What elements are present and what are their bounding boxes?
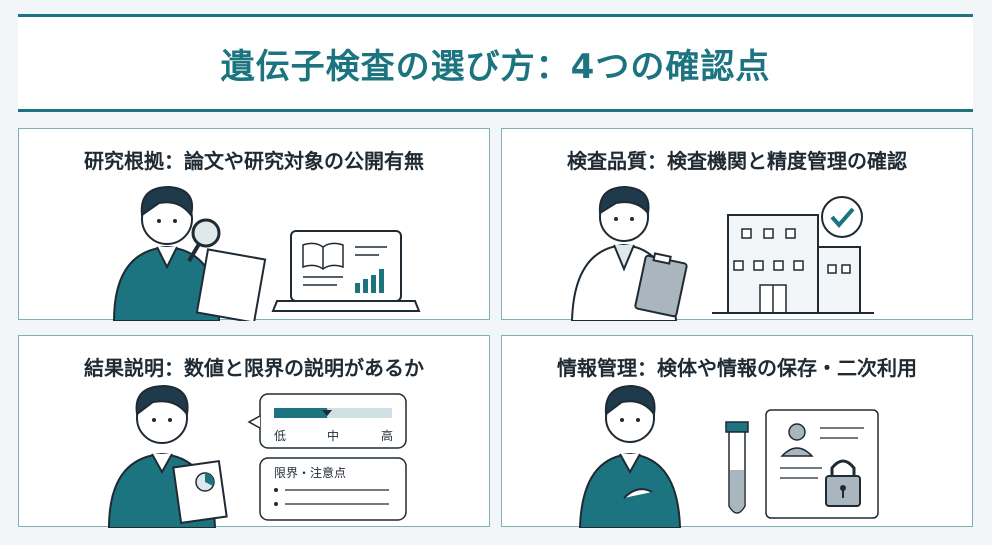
document-icon — [195, 248, 267, 321]
test-tube-icon — [725, 421, 749, 514]
card-info-management: 情報管理：検体や情報の保存・二次利用 — [501, 335, 973, 528]
report-chart-icon — [172, 459, 228, 525]
clipboard-icon — [634, 252, 688, 318]
researcher-illustration — [112, 185, 421, 321]
checkmark-icon — [821, 196, 863, 238]
magnifier-icon — [187, 218, 221, 263]
person-hand-on-chest-icon — [578, 384, 682, 528]
page-title: 遺伝子検査の選び方：4つの確認点 — [220, 46, 771, 87]
building-icon — [712, 214, 874, 314]
scale-low-label: 低 — [274, 429, 286, 443]
lab-illustration — [570, 185, 874, 321]
card-test-quality: 検査品質：検査機関と精度管理の確認 — [501, 128, 973, 321]
scale-mid-label: 中 — [327, 428, 339, 443]
notes-bubble: 限界・注意点 — [259, 457, 407, 521]
title-banner: 遺伝子検査の選び方：4つの確認点 — [18, 14, 973, 112]
notes-title: 限界・注意点 — [274, 465, 346, 480]
lock-icon — [825, 459, 861, 507]
laptop-icon — [271, 230, 421, 312]
scale-fill — [274, 408, 328, 418]
scale-bubble: 低 中 高 — [247, 393, 407, 449]
card-title: 検査品質：検査機関と精度管理の確認 — [567, 149, 907, 173]
info-illustration — [578, 384, 879, 528]
card-research-evidence: 研究根拠：論文や研究対象の公開有無 — [18, 128, 490, 321]
card-title: 情報管理：検体や情報の保存・二次利用 — [557, 356, 917, 380]
person-with-magnifier-icon — [112, 185, 221, 321]
profile-document-icon — [765, 409, 879, 519]
card-title: 結果説明：数値と限界の説明があるか — [84, 356, 424, 380]
result-illustration: 低 中 高 限界・注意点 — [107, 384, 407, 528]
scale-high-label: 高 — [381, 428, 393, 443]
scale-marker — [322, 410, 333, 416]
card-title: 研究根拠：論文や研究対象の公開有無 — [84, 149, 424, 173]
card-result-explanation: 結果説明：数値と限界の説明があるか 低 中 高 限界・注意点 — [18, 335, 490, 528]
